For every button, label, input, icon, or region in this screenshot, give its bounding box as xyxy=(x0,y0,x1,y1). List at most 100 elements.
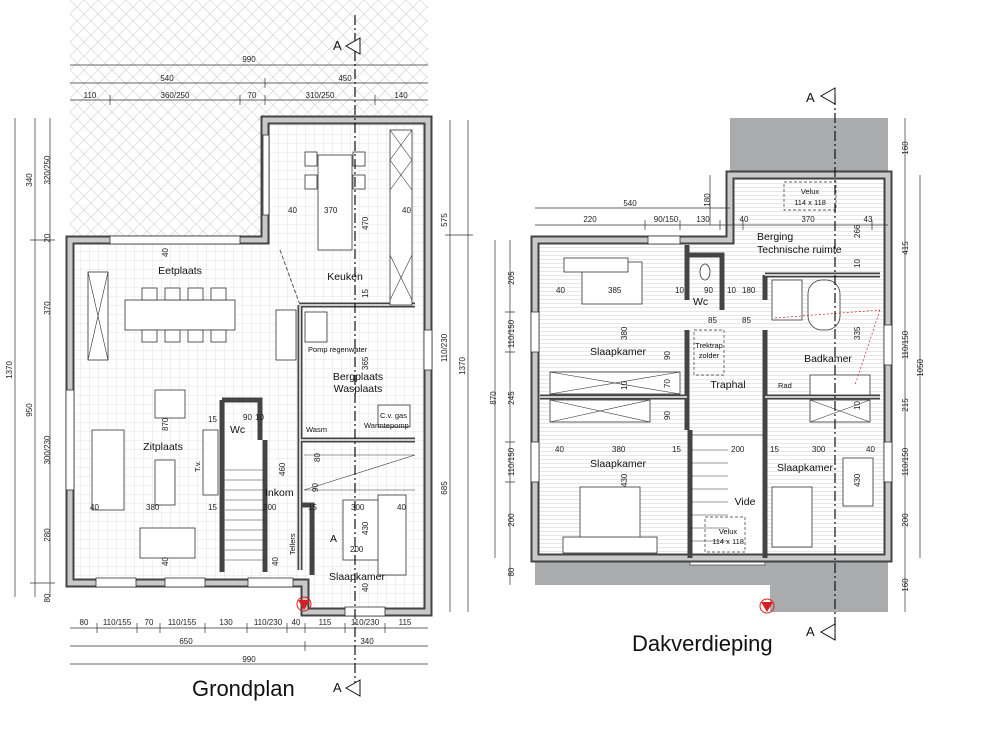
dimension-label: 160 xyxy=(901,578,910,592)
room-label-slaapkamer: Slaapkamer xyxy=(590,458,647,470)
dimension-label: 335 xyxy=(853,326,862,340)
dimension-label: 110/155 xyxy=(103,618,132,627)
label-warmtepomp: Warmtepomp xyxy=(364,421,409,430)
dimension-label: 180 xyxy=(703,193,712,207)
dimension-label: 110/150 xyxy=(901,330,910,359)
dimension-label: 80 xyxy=(80,618,89,627)
dimension-label: 380 xyxy=(620,326,629,340)
label-velux: Velux xyxy=(801,187,820,196)
roof-overhang xyxy=(535,558,888,612)
room-label-zitplaats: Zitplaats xyxy=(143,441,183,453)
room-label-badkamer: Badkamer xyxy=(804,353,852,365)
dimension-label: 90 xyxy=(704,286,713,295)
exterior-wall-insulation xyxy=(532,172,891,561)
dining-table xyxy=(124,299,236,331)
dimension-label: 110/150 xyxy=(507,319,516,348)
room-label-wc: Wc xyxy=(693,296,708,308)
room-label-keuken: Keuken xyxy=(327,271,363,283)
label-velux-size: 114 x 118 xyxy=(794,198,826,207)
dimension-label: 15 xyxy=(208,503,217,512)
section-marker-inner: A xyxy=(330,533,337,545)
double-sink xyxy=(809,374,871,396)
shower xyxy=(771,279,803,321)
section-arrow-icon xyxy=(819,623,836,641)
dimension-label: 40 xyxy=(271,557,280,566)
dimension-label: 1370 xyxy=(5,361,14,379)
boiler xyxy=(377,404,411,428)
dimension-label: 130 xyxy=(696,215,710,224)
dimension-label: 115 xyxy=(319,618,332,627)
loft-ladder xyxy=(693,329,725,376)
dimension-label: 1050 xyxy=(916,359,925,377)
dimension-label: 575 xyxy=(440,213,449,227)
dimension-label: 280 xyxy=(43,528,52,542)
ground-floor-title: Grondplan xyxy=(192,676,295,701)
dimension-label: 215 xyxy=(901,398,910,412)
dimension-label: 300 xyxy=(351,503,365,512)
desk xyxy=(842,457,874,507)
dimension-label: 870 xyxy=(161,417,170,431)
dimension-label: 140 xyxy=(394,91,408,100)
dimension-label: 370 xyxy=(324,206,338,215)
dimension-label: 110 xyxy=(84,91,97,100)
dimension-label: 10 xyxy=(853,259,862,268)
section-arrow-icon xyxy=(344,679,361,697)
dimension-label: 245 xyxy=(507,391,516,405)
dimension-label: 385 xyxy=(608,286,622,295)
dimension-label: 40 xyxy=(361,583,370,592)
dimension-label: 15 xyxy=(770,445,779,454)
dimension-label: 1370 xyxy=(458,357,467,375)
dimension-labels: 540 220 90/150 130 40 370 43 180 205 110… xyxy=(489,141,925,592)
room-label-eetplaats: Eetplaats xyxy=(158,265,202,277)
dimension-label: 205 xyxy=(507,271,516,285)
dimension-label: 40 xyxy=(161,557,170,566)
entrance-marker-icon xyxy=(759,598,775,614)
dimension-label: 370 xyxy=(43,301,52,315)
label-tv: T.v. xyxy=(193,461,202,472)
dimension-label: 15 xyxy=(361,289,370,298)
dimension-label: 130 xyxy=(219,618,233,627)
room-label-technische-ruimte: Technische ruimte xyxy=(757,244,842,256)
dimension-label: 40 xyxy=(161,248,170,257)
dimension-label: 470 xyxy=(361,216,370,230)
dimension-label: 870 xyxy=(489,391,498,405)
room-label-slaapkamer: Slaapkamer xyxy=(329,571,386,583)
vide-opening xyxy=(689,434,766,566)
entrance-marker-icon xyxy=(296,596,312,612)
stairs xyxy=(690,449,728,542)
dimension-label: 365 xyxy=(361,356,370,370)
kitchen-island xyxy=(317,154,353,251)
label-radiator: Rad xyxy=(778,381,792,390)
dimension-label: 90 xyxy=(663,411,672,420)
roof-overhang xyxy=(730,118,888,175)
dimension-label: 340 xyxy=(25,173,34,187)
room-label-vide: Vide xyxy=(735,496,756,508)
interior-walls xyxy=(540,245,880,558)
dimension-label: 10 xyxy=(620,381,629,390)
dimension-label: 430 xyxy=(620,473,629,487)
skylight xyxy=(783,181,837,211)
sofa xyxy=(91,429,125,511)
room-label-wc: Wc xyxy=(230,424,245,436)
dimension-label: 90/150 xyxy=(654,215,679,224)
dimension-label: 43 xyxy=(864,215,873,224)
terrace-hatch xyxy=(70,118,265,240)
dimension-labels: 990 540 450 110 360/250 70 310/250 140 8… xyxy=(5,55,467,664)
section-arrow-icon xyxy=(819,87,836,105)
dimension-label: 10 xyxy=(675,286,684,295)
armchair xyxy=(154,389,186,419)
dimension-label: 90 xyxy=(243,413,252,422)
label-cv-gas: C.v. gas xyxy=(380,411,407,420)
room-label-berging: Berging xyxy=(757,231,793,243)
cabinet xyxy=(275,309,297,361)
dimension-label: 80 xyxy=(507,567,516,576)
section-marker-top: A xyxy=(333,38,342,53)
dimension-label: 650 xyxy=(179,637,193,646)
dimension-label: 540 xyxy=(623,199,637,208)
dimension-label: 320/250 xyxy=(43,155,52,184)
furniture xyxy=(87,129,416,576)
dimension-label: 415 xyxy=(901,241,910,255)
dimension-label: 685 xyxy=(440,481,449,495)
dimension-label: 450 xyxy=(338,74,352,83)
